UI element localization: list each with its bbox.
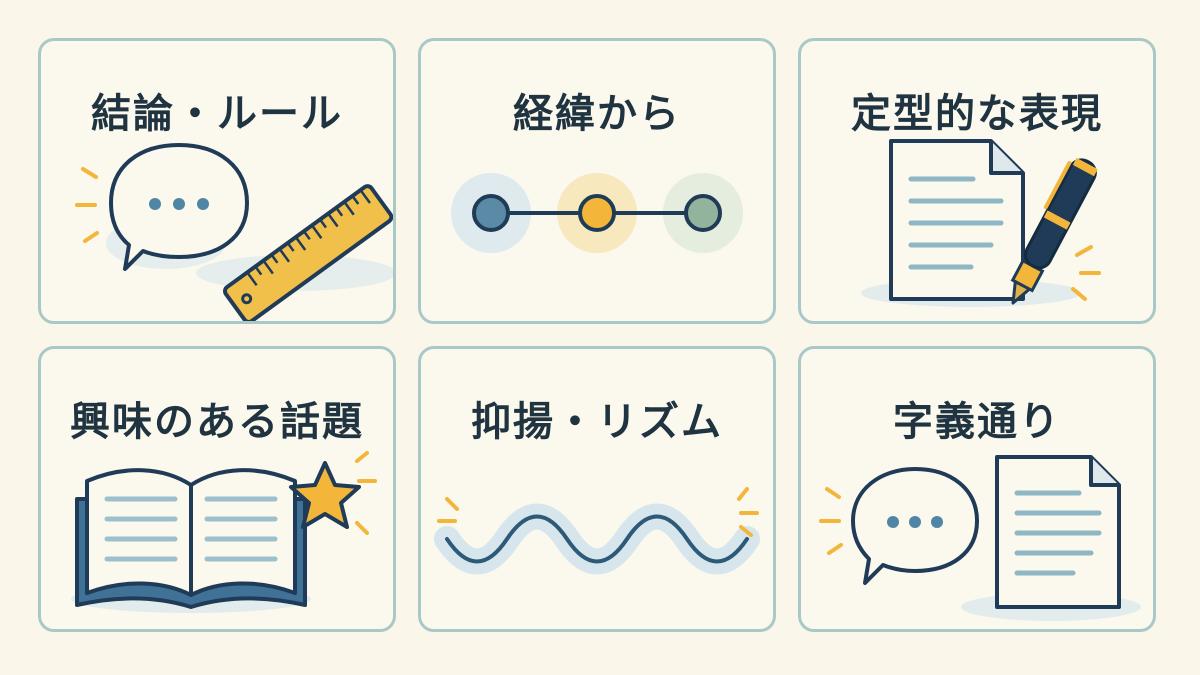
card-title: 定型的な表現 (851, 91, 1103, 137)
speech-bubble-icon (851, 467, 979, 585)
card-conclusion-rule: 結論・ルール (38, 38, 396, 324)
card-title: 結論・ルール (91, 91, 343, 137)
card-title: 興味のある話題 (70, 399, 364, 445)
card-title: 字義通り (893, 399, 1061, 445)
sparkle-icon (819, 487, 843, 555)
card-title: 抑揚・リズム (471, 399, 723, 445)
speech-bubble-icon (106, 143, 249, 271)
document-icon (889, 139, 1025, 301)
card-fixed-expressions: 定型的な表現 (798, 38, 1156, 324)
card-title: 経緯から (513, 91, 681, 137)
sparkle-icon (75, 167, 99, 243)
sparkle-icon (355, 451, 377, 535)
card-topic-of-interest: 興味のある話題 (38, 346, 396, 632)
sparkle-icon (1071, 245, 1101, 301)
card-background-context: 経緯から (418, 38, 776, 324)
wave-icon (434, 503, 760, 575)
card-literal-meaning: 字義通り (798, 346, 1156, 632)
timeline-icon (451, 173, 743, 253)
open-book-icon (71, 468, 311, 613)
card-intonation-rhythm: 抑揚・リズム (418, 346, 776, 632)
fountain-pen-icon (1010, 157, 1098, 305)
document-icon (961, 455, 1141, 621)
star-icon (289, 461, 361, 529)
ruler-icon (196, 184, 393, 321)
sparkle-icon (437, 487, 759, 537)
